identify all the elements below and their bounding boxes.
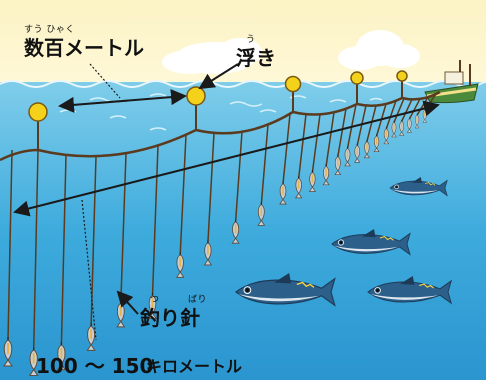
tuna-fish-icon bbox=[331, 229, 411, 256]
hook-label: 釣り針 bbox=[140, 306, 200, 330]
bait-fish-icon bbox=[175, 252, 185, 278]
bait-fish-icon bbox=[3, 337, 13, 367]
float-pointer-arrow bbox=[198, 63, 239, 90]
float-buoy-icon bbox=[350, 71, 364, 85]
bait-fish-icon bbox=[56, 342, 67, 371]
hook-label-ruby-2: ばり bbox=[188, 295, 208, 305]
bait-fish-icon bbox=[28, 347, 39, 376]
span-label-ruby: すう ひゃく bbox=[24, 25, 75, 35]
cloud-icon bbox=[338, 30, 420, 70]
float-buoy-icon bbox=[186, 86, 206, 106]
span-leader-dotted bbox=[89, 63, 121, 99]
length-number: 100 〜 150 bbox=[36, 354, 154, 378]
float-buoy-icon bbox=[396, 70, 408, 82]
length-unit: キロメートル bbox=[146, 357, 243, 376]
length-leader-dotted bbox=[81, 199, 97, 341]
hook-pointer-arrow bbox=[116, 290, 139, 315]
tuna-fish-icon bbox=[367, 276, 453, 305]
bait-fish-icon bbox=[148, 292, 157, 319]
float-label: 浮き bbox=[236, 46, 276, 70]
bait-fish-icon bbox=[86, 323, 96, 351]
hook-label-ruby-1: つ bbox=[150, 295, 160, 305]
tuna-fish-icon bbox=[235, 273, 336, 307]
wave-crests bbox=[0, 80, 486, 88]
bait-fish-icon bbox=[231, 219, 240, 244]
branch-line bbox=[7, 149, 13, 341]
float-label-ruby: う bbox=[246, 35, 256, 45]
sea bbox=[0, 82, 486, 380]
bait-fish-icon bbox=[203, 240, 213, 266]
float-buoy-icon bbox=[28, 102, 48, 122]
span-label: 数百メートル bbox=[24, 36, 144, 60]
tuna-school bbox=[235, 177, 453, 307]
float-buoy-icon bbox=[284, 75, 302, 93]
length-arrow bbox=[13, 100, 440, 217]
